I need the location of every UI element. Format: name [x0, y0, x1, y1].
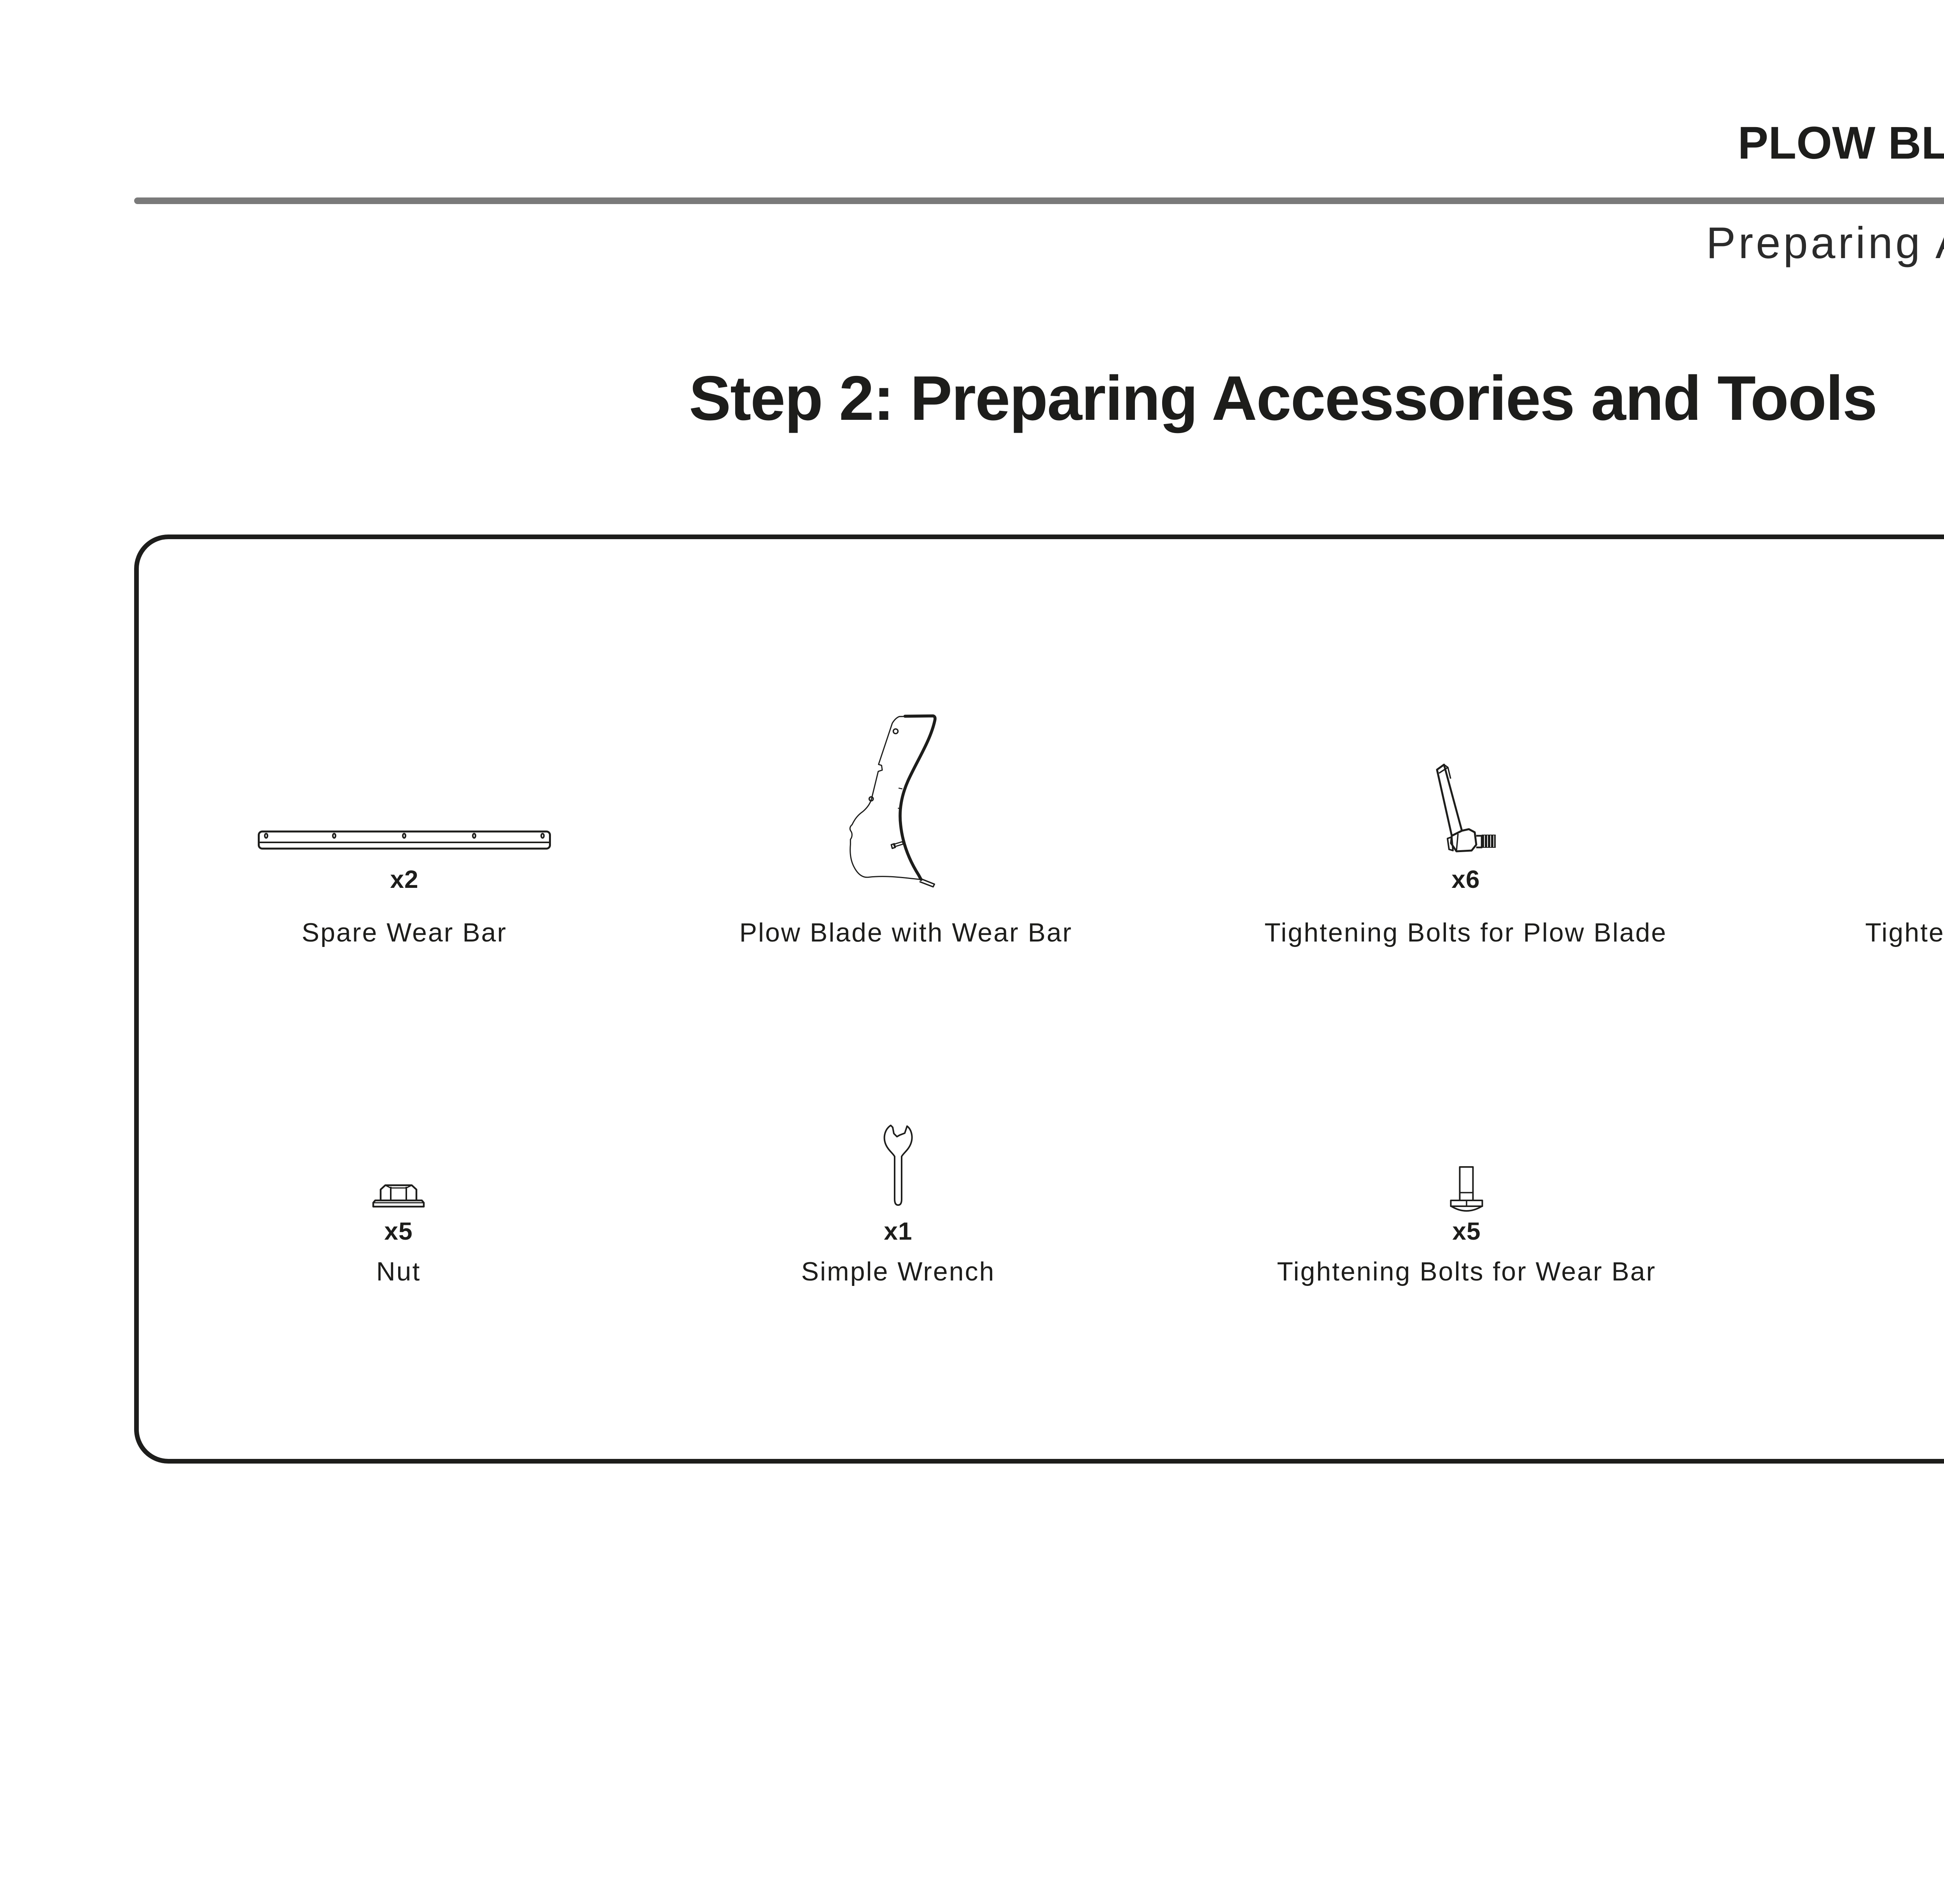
part-name: Nut [376, 1257, 421, 1286]
wrench-icon [883, 1123, 914, 1212]
part-name: Tightening Bolts for Wear Bar [1277, 1257, 1656, 1286]
plow-blade-icon [837, 700, 957, 888]
carriage-bolt-icon [1450, 1166, 1483, 1215]
part-item-plow-blade: Plow Blade with Wear Bar [634, 692, 1178, 964]
header-title-line: PLOW BLADEQuick Start Guide [1738, 116, 1944, 170]
product-name: PLOW BLADE [1738, 117, 1944, 169]
parts-box: x2 Spare Wear Bar Plow Blade with [134, 535, 1944, 1464]
part-item-lever-bolt: x6 Tightening Bolts for Plow Blade [1194, 692, 1738, 964]
part-name: Tightening Bolts for Plow Blade [1264, 918, 1667, 947]
part-item-wrench: x1 Simple Wrench [626, 1116, 1170, 1294]
part-quantity: x2 [390, 865, 419, 893]
section-title: Preparing Accessories and Tools [1706, 218, 1944, 268]
header-divider-rule [134, 197, 1944, 204]
part-name: Spare Wear Bar [301, 918, 507, 947]
part-name: Tightening Bolts for Plow Blade [1865, 918, 1944, 947]
flange-nut-icon [371, 1183, 426, 1208]
part-name: Simple Wrench [801, 1257, 995, 1286]
part-quantity: x5 [384, 1217, 413, 1245]
part-item-nut: x5 Nut [126, 1116, 671, 1294]
spare-wear-bar-icon [258, 830, 551, 850]
lever-bolt-icon [1435, 763, 1497, 854]
part-quantity: x6 [1794, 865, 1944, 894]
step-heading: Step 2: Preparing Accessories and Tools [689, 363, 1878, 433]
part-name: Plow Blade with Wear Bar [739, 918, 1073, 947]
part-item-carriage-bolt: x5 Tightening Bolts for Wear Bar [1194, 1116, 1739, 1294]
part-item-spare-wear-bar: x2 Spare Wear Bar [132, 692, 677, 964]
part-quantity: x1 [884, 1217, 913, 1245]
part-item-hex-bolt: x6 Tightening Bolts for Plow Blade [1794, 692, 1944, 964]
part-quantity: x5 [1452, 1217, 1481, 1245]
part-quantity: x6 [1451, 865, 1480, 893]
